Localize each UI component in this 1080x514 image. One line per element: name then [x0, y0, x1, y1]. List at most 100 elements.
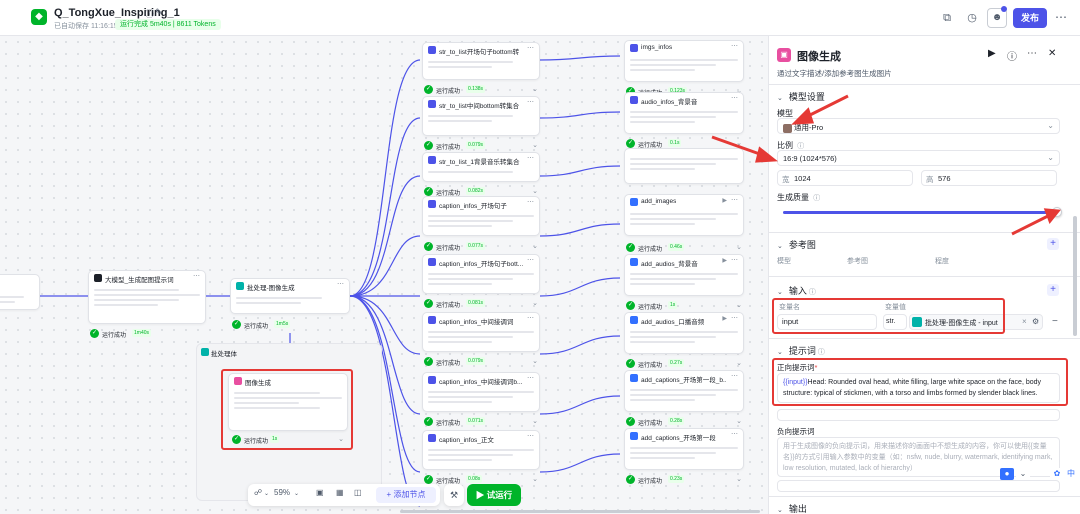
node-more-icon[interactable]: ⋯	[731, 43, 738, 50]
run-node-icon[interactable]: ▶	[988, 48, 996, 59]
language-toggle[interactable]: 中	[1064, 468, 1078, 480]
variable-reference[interactable]: 批处理-图像生成 - input × ⚙	[909, 314, 1043, 330]
chevron-down-icon[interactable]: ⌄	[532, 86, 538, 93]
trial-run-button[interactable]: ▶ 试运行	[467, 484, 521, 506]
node-more-icon[interactable]: ⋯	[731, 95, 738, 102]
chevron-down-icon[interactable]: ⌄	[736, 244, 742, 251]
quality-slider-track[interactable]	[783, 211, 1059, 214]
width-field[interactable]: 宽 1024	[777, 170, 913, 186]
chevron-down-icon[interactable]: ⌄	[532, 188, 538, 195]
chevron-down-icon[interactable]: ⌄	[294, 491, 300, 497]
positive-prompt-editor[interactable]: {{input}}Head: Rounded oval head, white …	[777, 373, 1060, 403]
output-header[interactable]: ⌄输出	[777, 504, 807, 514]
debug-tool-button[interactable]: ⚒	[444, 484, 464, 506]
node-more-icon[interactable]: ⋯	[527, 257, 534, 264]
reference-header[interactable]: ⌄参考图	[777, 240, 816, 250]
caption-infos-node[interactable]: caption_infos_正文⋯	[422, 430, 540, 470]
play-icon[interactable]: ▶	[722, 316, 727, 322]
node-more-icon[interactable]: ⋯	[527, 45, 534, 52]
str-to-list-node[interactable]: str_to_list开场句子bottom转⋯	[422, 42, 540, 80]
chevron-down-icon[interactable]: ⌄	[532, 358, 538, 365]
imgs-infos-node[interactable]: imgs_infos⋯	[624, 40, 744, 82]
caption-infos-node[interactable]: caption_infos_开场句子bott...⋯	[422, 254, 540, 294]
ratio-select[interactable]: 16:9 (1024*576) ⌄	[777, 150, 1060, 166]
zoom-level[interactable]: 59%	[274, 488, 291, 497]
node-more-icon[interactable]: ⋯	[527, 315, 534, 322]
more-icon[interactable]: ⋯	[1055, 10, 1067, 24]
negative-prompt-resize[interactable]	[777, 480, 1060, 492]
chevron-down-icon[interactable]: ⌄	[736, 418, 742, 425]
llm-node[interactable]: 大模型_生成配图提示词 ⋯	[88, 270, 206, 324]
workflow-canvas[interactable]: 大模型_生成配图提示词 ⋯ ✓ 运行成功 1m40s 批处理-图像生成 ⋯ ✓ …	[0, 36, 768, 514]
add-captions-node[interactable]: add_captions_开场第一段⋯	[624, 428, 744, 470]
assistant-icon[interactable]: ●	[1000, 468, 1014, 480]
more-icon[interactable]: ⋯	[1027, 48, 1037, 59]
help-icon[interactable]: ⓘ	[1007, 52, 1017, 63]
add-reference-button[interactable]: +	[1047, 238, 1059, 250]
node-more-icon[interactable]: ⋯	[527, 375, 534, 382]
node-more-icon[interactable]: ⋯	[527, 155, 534, 162]
add-audios-node[interactable]: add_audios_背景音▶⋯	[624, 254, 744, 296]
add-input-button[interactable]: +	[1047, 284, 1059, 296]
str-to-list-node[interactable]: str_to_list中间bottom转集合⋯	[422, 96, 540, 136]
quality-slider-handle[interactable]	[1052, 207, 1062, 217]
node-more-icon[interactable]: ⋯	[731, 197, 738, 204]
chevron-down-icon[interactable]: ⌄	[736, 302, 742, 309]
add-node-button[interactable]: + 添加节点	[376, 487, 436, 503]
start-node[interactable]	[0, 274, 40, 310]
model-select[interactable]: 通用-Pro ⌄	[777, 118, 1060, 134]
chevron-down-icon[interactable]: ⌄	[736, 360, 742, 367]
add-captions-node[interactable]: add_captions_开场第一段_b...⋯	[624, 370, 744, 412]
variable-name-input[interactable]: input	[777, 314, 877, 330]
audio-infos-node[interactable]: audio_infos_背景音⋯	[624, 92, 744, 134]
caption-infos-node[interactable]: caption_infos_中间接调词⋯	[422, 312, 540, 352]
play-icon[interactable]: ▶	[722, 258, 727, 264]
chevron-down-icon[interactable]: ⌄	[532, 142, 538, 149]
chevron-down-icon[interactable]: ⌄	[736, 476, 742, 483]
chevron-down-icon[interactable]: ⌄	[532, 418, 538, 425]
positive-prompt-resize[interactable]	[777, 409, 1060, 421]
variable-type-select[interactable]: str.	[883, 314, 907, 330]
edit-icon[interactable]: ✎	[155, 7, 163, 17]
str-to-list-node[interactable]: str_to_list_1背景音乐转集合⋯	[422, 152, 540, 182]
chevron-down-icon[interactable]: ⌄	[532, 300, 538, 307]
chevron-down-icon[interactable]: ⌄	[532, 243, 538, 250]
node-more-icon[interactable]: ⋯	[731, 257, 738, 264]
layout-icon[interactable]: ▦	[336, 488, 344, 497]
add-images-node[interactable]: add_images▶⋯	[624, 194, 744, 236]
chevron-down-icon[interactable]: ⌄	[338, 436, 344, 443]
copy-icon[interactable]: ⧉	[943, 12, 951, 24]
node-more-icon[interactable]: ⋯	[527, 433, 534, 440]
clear-icon[interactable]: ×	[1022, 317, 1027, 326]
model-settings-header[interactable]: ⌄模型设置	[777, 92, 825, 102]
node-more-icon[interactable]: ⋯	[731, 431, 738, 438]
play-icon[interactable]: ▶	[722, 198, 727, 204]
info-icon[interactable]: ⓘ	[797, 143, 805, 150]
info-icon[interactable]: ⓘ	[808, 289, 816, 296]
vertical-scrollbar[interactable]	[1073, 216, 1077, 336]
batch-node[interactable]: 批处理-图像生成 ⋯	[230, 278, 350, 314]
height-field[interactable]: 高 576	[921, 170, 1057, 186]
settings-icon[interactable]: ⚙	[1032, 317, 1040, 326]
collaborator-button[interactable]: ☻	[987, 8, 1007, 28]
history-icon[interactable]: ◷	[967, 12, 977, 24]
node-more-icon[interactable]: ⋯	[731, 373, 738, 380]
info-icon[interactable]: ⓘ	[813, 195, 821, 202]
node-more-icon[interactable]: ⋯	[193, 273, 200, 280]
chevron-down-icon[interactable]: ⌄	[532, 476, 538, 483]
node-more-icon[interactable]: ⋯	[527, 99, 534, 106]
comment-icon[interactable]: ▣	[316, 488, 324, 497]
chevron-down-icon[interactable]: ⌄	[1016, 468, 1030, 480]
paw-icon[interactable]: ✿	[1050, 468, 1064, 480]
add-audios-node[interactable]: add_audios_口播音频▶⋯	[624, 312, 744, 354]
close-icon[interactable]: ✕	[1048, 48, 1057, 59]
caption-infos-node[interactable]: caption_infos_开场句子⋯	[422, 196, 540, 236]
chevron-down-icon[interactable]: ⌄	[736, 87, 742, 95]
node-more-icon[interactable]: ⋯	[337, 281, 344, 288]
caption-infos-node[interactable]: caption_infos_中间接调词b...⋯	[422, 372, 540, 412]
node-more-icon[interactable]: ⋯	[731, 315, 738, 322]
chevron-down-icon[interactable]: ⌄	[264, 491, 270, 497]
info-icon[interactable]: ⓘ	[817, 349, 825, 356]
